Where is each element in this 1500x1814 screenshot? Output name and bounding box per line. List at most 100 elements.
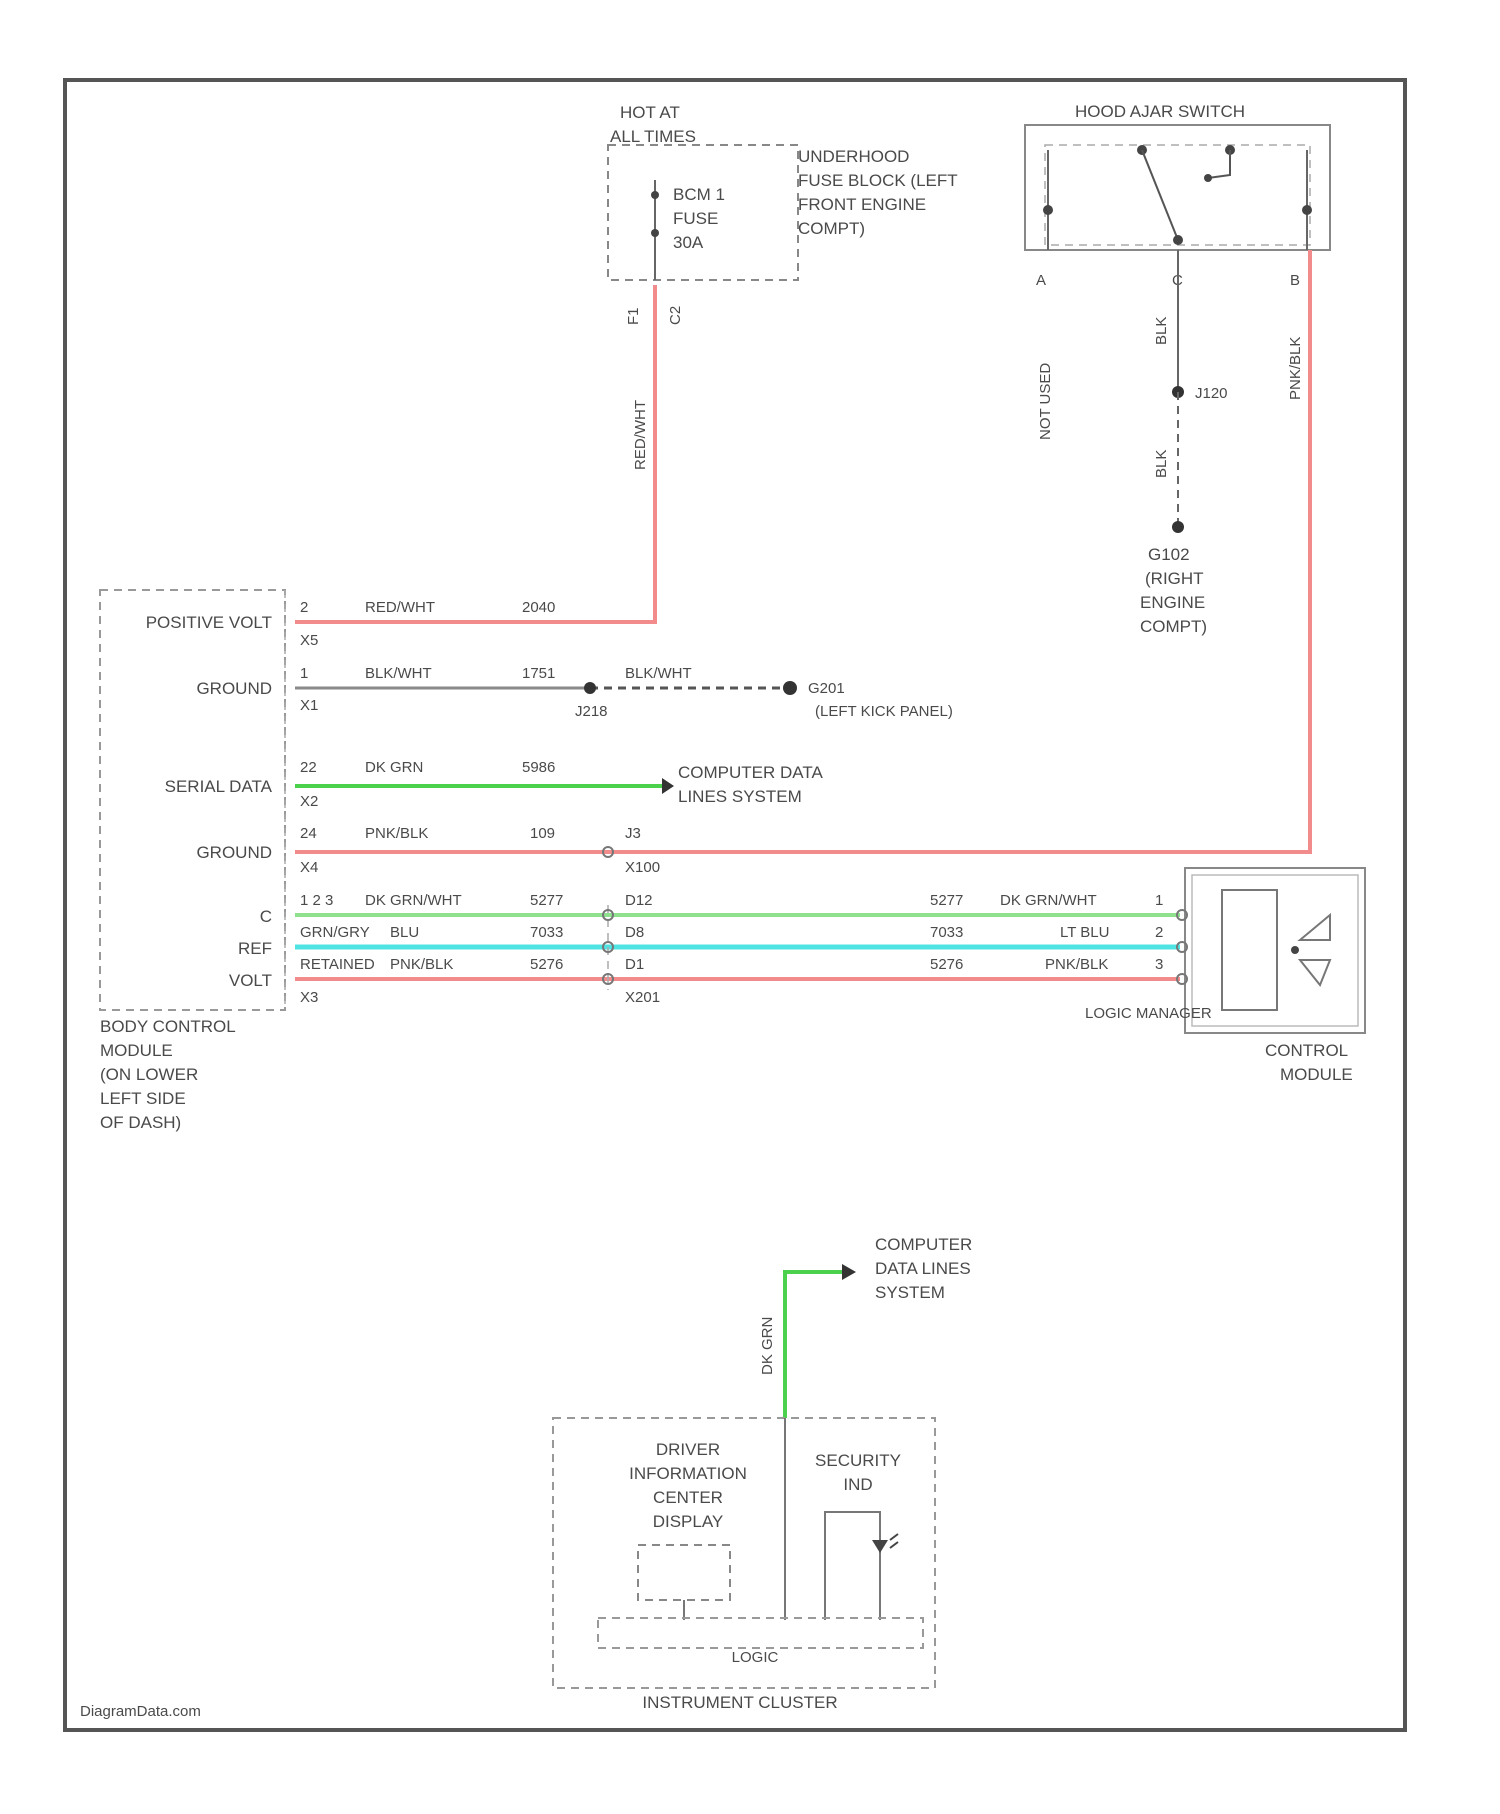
fuse-pin-1: F1 xyxy=(625,307,642,325)
hood-pin-b: B xyxy=(1290,272,1300,289)
pv-pin: 2 xyxy=(300,599,308,616)
bcm-row-ref: REF xyxy=(238,939,272,958)
cluster-dest-2: DATA LINES xyxy=(875,1259,971,1278)
positive-volt-wire xyxy=(295,285,655,622)
sd-dest-1: COMPUTER DATA xyxy=(678,763,823,782)
cluster-logic-label: LOGIC xyxy=(732,1649,779,1666)
volt-inline: D1 xyxy=(625,956,644,973)
bcm-row-c: C xyxy=(260,907,272,926)
hood-ground-4: COMPT) xyxy=(1140,617,1207,636)
sd-conn: X2 xyxy=(300,793,318,810)
g1-color-2: BLK/WHT xyxy=(625,665,692,682)
bcm-positive-volt: POSITIVE VOLT xyxy=(146,613,272,632)
c-pins: 1 2 3 xyxy=(300,892,333,909)
logic-manager-label: LOGIC MANAGER xyxy=(1085,1005,1212,1022)
body-control-module: POSITIVE VOLT GROUND SERIAL DATA GROUND … xyxy=(100,590,285,1132)
dic-label-3: CENTER xyxy=(653,1488,723,1507)
cluster-name: INSTRUMENT CLUSTER xyxy=(642,1693,837,1712)
fuse-type-label: FUSE xyxy=(673,209,718,228)
ref-pin-right: 2 xyxy=(1155,924,1163,941)
fuse-name-label: BCM 1 xyxy=(673,185,725,204)
ref-color-2: LT BLU xyxy=(1060,924,1109,941)
control-module-name-2: MODULE xyxy=(1280,1065,1353,1084)
fuse-block-label-2: FUSE BLOCK (LEFT xyxy=(798,171,958,190)
sd-color: DK GRN xyxy=(365,759,423,776)
bcm-ground-2: GROUND xyxy=(196,843,272,862)
g1-splice: J218 xyxy=(575,703,608,720)
hood-wire-b: PNK/BLK xyxy=(1287,337,1304,400)
bcm-name-3: (ON LOWER xyxy=(100,1065,198,1084)
dic-label-1: DRIVER xyxy=(656,1440,720,1459)
g1-color: BLK/WHT xyxy=(365,665,432,682)
bcm-serial-data: SERIAL DATA xyxy=(165,777,273,796)
security-led-icon xyxy=(872,1540,888,1553)
control-module: LOGIC MANAGER CONTROL MODULE xyxy=(1085,868,1365,1084)
cluster-wire-color: DK GRN xyxy=(759,1317,776,1375)
ref-inline: D8 xyxy=(625,924,644,941)
volt-label: RETAINED xyxy=(300,956,375,973)
ref-circuit-2: 7033 xyxy=(930,924,963,941)
bcm-name-2: MODULE xyxy=(100,1041,173,1060)
g1-ground: G201 xyxy=(808,680,845,697)
pv-conn: X5 xyxy=(300,632,318,649)
hood-not-used: NOT USED xyxy=(1037,363,1054,440)
volt-circuit-2: 5276 xyxy=(930,956,963,973)
control-module-name-1: CONTROL xyxy=(1265,1041,1348,1060)
g2-inline: J3 xyxy=(625,825,641,842)
sd-dest-2: LINES SYSTEM xyxy=(678,787,802,806)
g2-conn: X4 xyxy=(300,859,318,876)
bcm-row-volt: VOLT xyxy=(229,971,272,990)
g1-ground-location: (LEFT KICK PANEL) xyxy=(815,703,953,720)
sd-pin: 22 xyxy=(300,759,317,776)
hood-splice: J120 xyxy=(1195,385,1228,402)
dic-label-2: INFORMATION xyxy=(629,1464,747,1483)
hood-pin-a: A xyxy=(1036,272,1046,289)
g2-pin: 24 xyxy=(300,825,317,842)
cluster-dest-3: SYSTEM xyxy=(875,1283,945,1302)
volt-color: PNK/BLK xyxy=(390,956,453,973)
g1-conn: X1 xyxy=(300,697,318,714)
security-label-1: SECURITY xyxy=(815,1451,901,1470)
volt-color-2: PNK/BLK xyxy=(1045,956,1108,973)
g1-pin: 1 xyxy=(300,665,308,682)
fuse-block-label-1: UNDERHOOD xyxy=(798,147,909,166)
cluster-dest-1: COMPUTER xyxy=(875,1235,972,1254)
fuse-block-label-3: FRONT ENGINE xyxy=(798,195,926,214)
ref-circuit: 7033 xyxy=(530,924,563,941)
cluster-data-wire xyxy=(785,1272,842,1418)
pv-color: RED/WHT xyxy=(365,599,435,616)
cluster-logic-box xyxy=(598,1618,923,1648)
fuse-block-label-4: COMPT) xyxy=(798,219,865,238)
hood-wire-c: BLK xyxy=(1153,317,1170,345)
fuse-rating-label: 30A xyxy=(673,233,704,252)
ref-label: GRN/GRY xyxy=(300,924,370,941)
ground-1-splice-dot xyxy=(584,682,596,694)
volt-pin-right: 3 xyxy=(1155,956,1163,973)
fuse-pin-2: C2 xyxy=(667,306,684,325)
hood-ground-3: ENGINE xyxy=(1140,593,1205,612)
g2-circuit: 109 xyxy=(530,825,555,842)
g2-inline-conn: X100 xyxy=(625,859,660,876)
bcm-name-4: LEFT SIDE xyxy=(100,1089,186,1108)
hot-at-label: HOT AT xyxy=(620,103,680,122)
c-circuit: 5277 xyxy=(530,892,563,909)
underhood-fuse-block: HOT AT ALL TIMES BCM 1 FUSE 30A UNDERHOO… xyxy=(608,103,958,470)
ground-1-ground-dot xyxy=(783,681,797,695)
c-pin-right: 1 xyxy=(1155,892,1163,909)
fuse-wire-color: RED/WHT xyxy=(632,400,649,470)
volt-inline-conn: X201 xyxy=(625,989,660,1006)
bcm-ground-1: GROUND xyxy=(196,679,272,698)
hood-switch-title: HOOD AJAR SWITCH xyxy=(1075,102,1245,121)
bcm-name-1: BODY CONTROL xyxy=(100,1017,236,1036)
cluster-data-arrow xyxy=(842,1264,856,1280)
all-times-label: ALL TIMES xyxy=(610,127,696,146)
c-inline: D12 xyxy=(625,892,653,909)
sd-circuit: 5986 xyxy=(522,759,555,776)
instrument-cluster: DK GRN COMPUTER DATA LINES SYSTEM DRIVER… xyxy=(553,1235,972,1712)
dic-display-box xyxy=(638,1545,730,1600)
c-circuit-2: 5277 xyxy=(930,892,963,909)
g2-color: PNK/BLK xyxy=(365,825,428,842)
watermark: DiagramData.com xyxy=(80,1703,201,1720)
volt-circuit: 5276 xyxy=(530,956,563,973)
dic-label-4: DISPLAY xyxy=(653,1512,724,1531)
